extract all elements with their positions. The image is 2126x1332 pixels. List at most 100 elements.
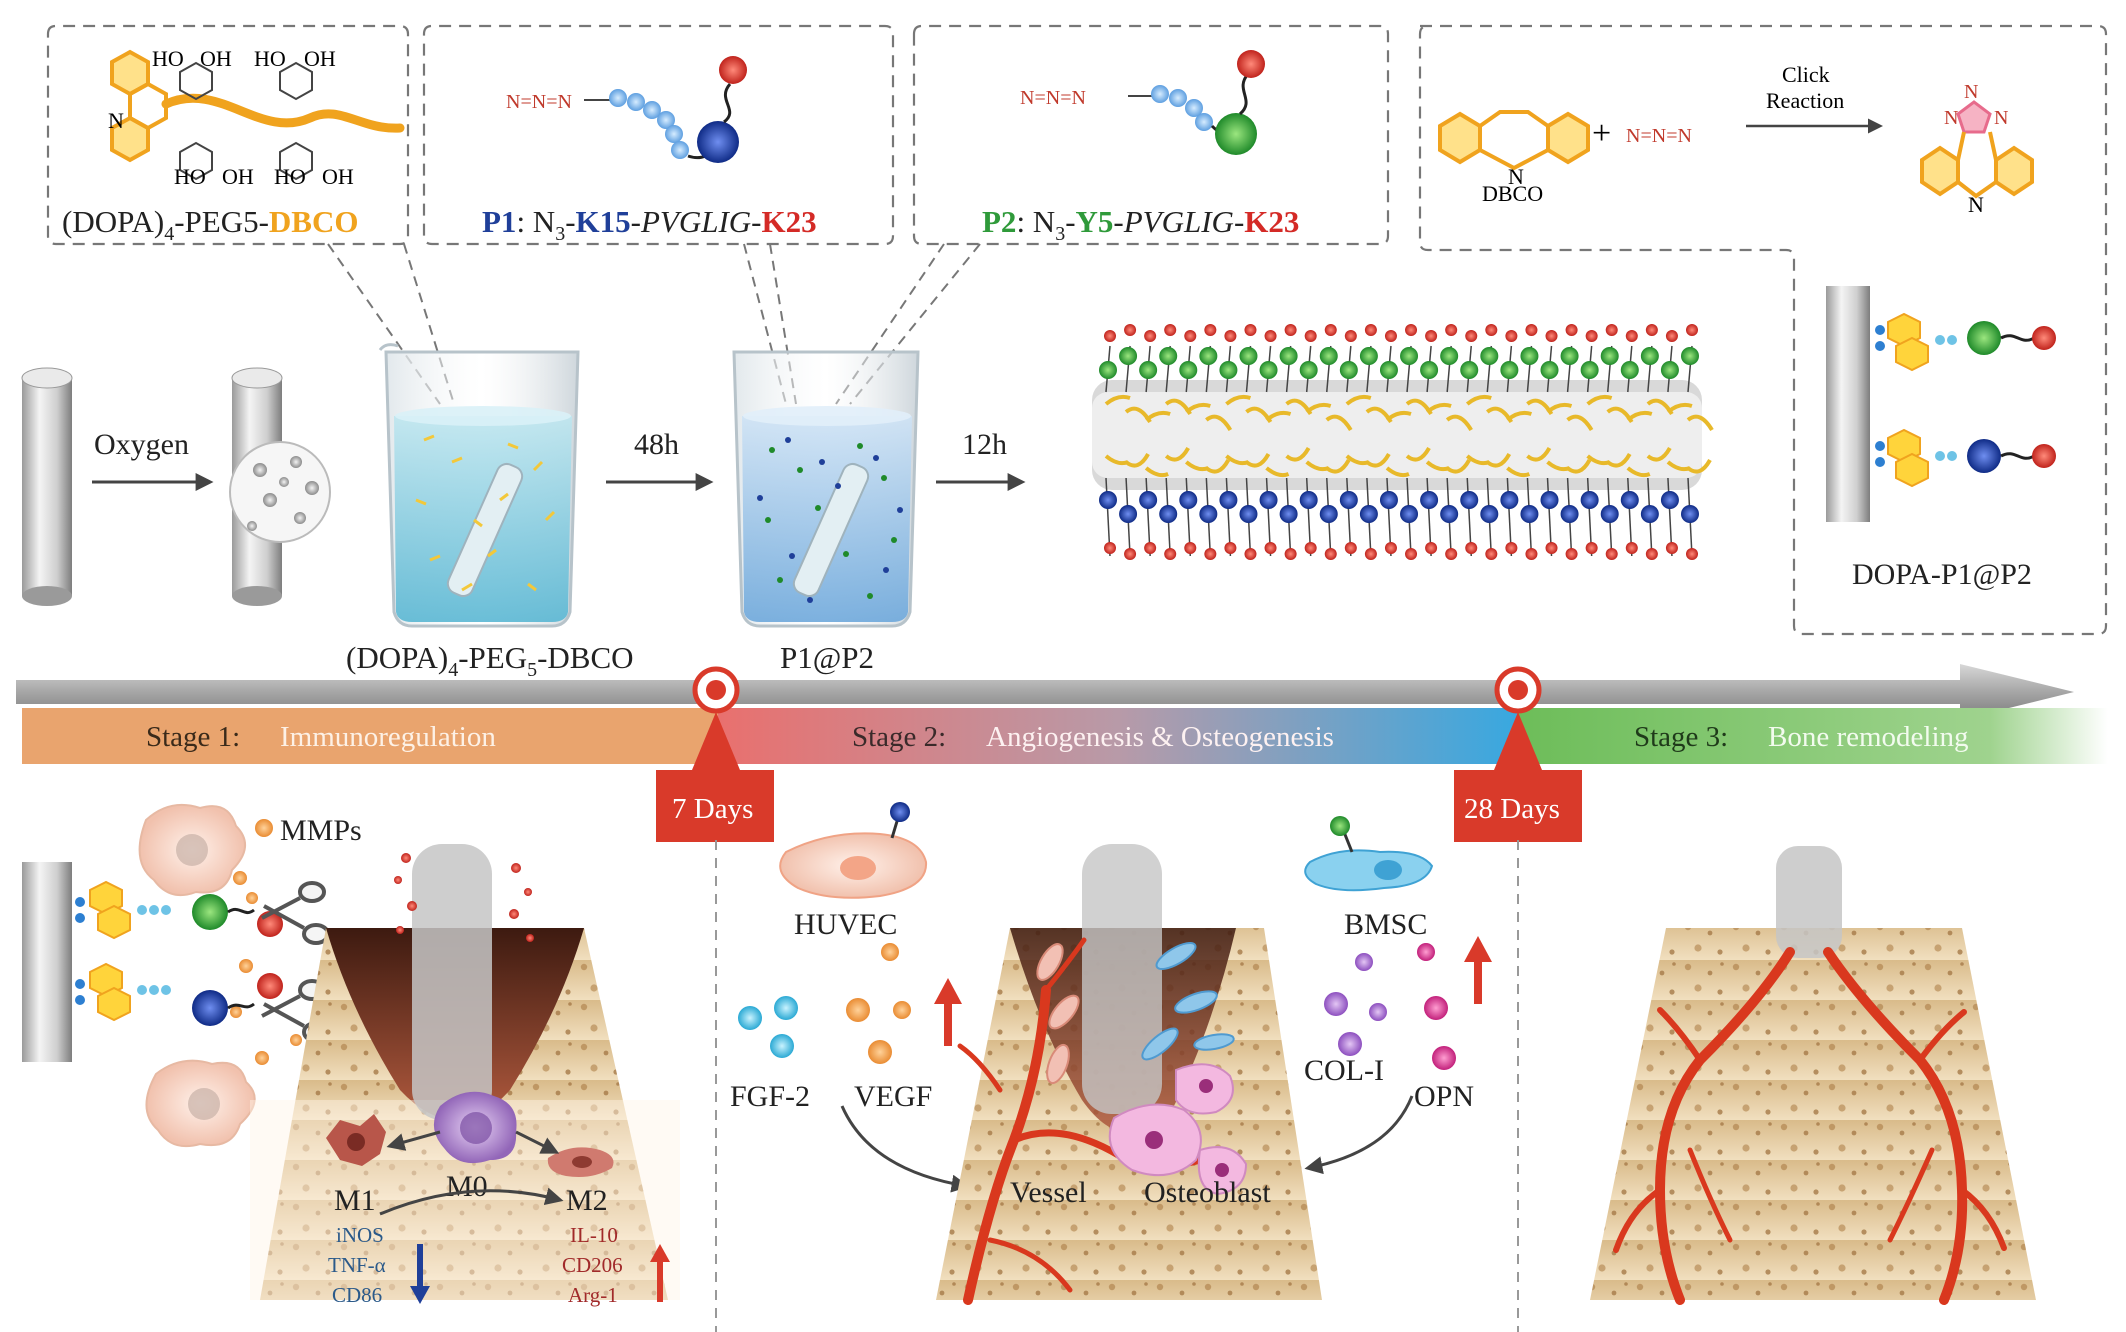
azide-label: N=N=N xyxy=(1020,87,1086,109)
m0-label: M0 xyxy=(446,1170,488,1203)
macrophage-cell xyxy=(145,1059,256,1148)
box-p1: N=N=N P1: N3-K15-PVGLIG-K23 xyxy=(422,24,895,246)
stage2-number: Stage 2: xyxy=(852,721,946,753)
up-arrow-icon xyxy=(934,978,962,1004)
osteoblast-cluster xyxy=(1108,1063,1248,1196)
y5-ball xyxy=(1215,113,1257,155)
bmsc-migrating xyxy=(1141,942,1235,1061)
box-dopa-peg-dbco: HO OH HO OH HO OH HO OH N (DOPA)4-PEG5-D… xyxy=(46,24,410,246)
dbco-ring-icon xyxy=(1438,110,1590,171)
dbco-label: DBCO xyxy=(1482,181,1543,206)
48h-label: 48h xyxy=(634,428,679,461)
bone-defect-stage2 xyxy=(936,844,1322,1300)
m2-marker-arg1: Arg-1 xyxy=(568,1283,618,1307)
p2-graft-cleavage xyxy=(75,880,330,945)
click-label: Click xyxy=(1782,62,1830,87)
mmps-label: MMPs xyxy=(280,814,362,847)
col1-label: COL-I xyxy=(1304,1054,1384,1087)
osteo-factor-arrow xyxy=(1304,1095,1414,1175)
m1-to-m2-arrow xyxy=(379,1187,564,1216)
m2-label: M2 xyxy=(566,1184,608,1217)
n-atom-label: N xyxy=(1508,164,1524,189)
endothelial-cells xyxy=(1036,943,1080,1085)
p1-graft-cleavage xyxy=(75,962,330,1043)
activated-rod xyxy=(229,367,331,606)
stage1-band xyxy=(22,708,718,764)
huvec-label: HUVEC xyxy=(794,908,897,941)
bone-remodeled-stage3 xyxy=(1590,846,2036,1300)
coated-surface-zoom xyxy=(1092,324,1714,560)
dopa-peg-dbco-label: (DOPA)4-PEG5-DBCO xyxy=(62,204,359,245)
stage3-number: Stage 3: xyxy=(1634,721,1728,753)
vessel-network xyxy=(1613,947,2007,1305)
huvec-cell xyxy=(779,802,928,899)
ho-label: HO xyxy=(174,164,206,189)
up-arrow-icon xyxy=(650,1244,670,1262)
oh-label: OH xyxy=(222,164,254,189)
12h-label: 12h xyxy=(962,428,1007,461)
grafted-p2 xyxy=(1875,312,2056,372)
k15-ball xyxy=(697,121,739,163)
timeline-arrow xyxy=(16,664,2074,720)
peptide-chain xyxy=(609,89,689,159)
oh-label: OH xyxy=(322,164,354,189)
col1-particles xyxy=(1324,953,1387,1056)
k23-ball xyxy=(719,56,747,84)
fgf2-particles xyxy=(738,996,798,1058)
day28-marker: 28 Days xyxy=(1454,666,1582,842)
box-p2: N=N=N P2: N3-Y5-PVGLIG-K23 xyxy=(912,24,1390,246)
m1-cell xyxy=(326,1114,386,1166)
azide-label: N=N=N xyxy=(506,91,572,113)
plus-sign: + xyxy=(1592,115,1611,152)
beaker2-label: P1@P2 xyxy=(780,640,874,675)
oh-label: OH xyxy=(200,46,232,71)
receptor-icon xyxy=(890,802,910,822)
box-click-reaction: N DBCO + N=N=N Click Reaction N N N N xyxy=(1418,24,2108,636)
vessel-label: Vessel xyxy=(1010,1176,1087,1209)
stage2-band xyxy=(718,708,1518,764)
vessel-network xyxy=(957,937,1204,1305)
stage3-name: Bone remodeling xyxy=(1768,721,1969,753)
m2-cell xyxy=(547,1147,614,1177)
up-arrow-icon xyxy=(1464,936,1492,962)
oh-label: OH xyxy=(304,46,336,71)
beaker1-label: (DOPA)4-PEG5-DBCO xyxy=(346,640,634,681)
macrophage-cell xyxy=(138,804,246,896)
bare-rod xyxy=(21,367,73,606)
m0-to-m2-arrow xyxy=(515,1130,560,1154)
implant-rod xyxy=(1776,846,1842,958)
scissors-icon xyxy=(261,881,330,945)
peptide-chain xyxy=(1151,85,1213,131)
mmp-particle xyxy=(255,819,273,837)
svg-text:N: N xyxy=(1994,107,2008,129)
svg-text:N: N xyxy=(1944,107,1958,129)
stage3-band xyxy=(1518,708,2108,764)
m1-marker-cd86: CD86 xyxy=(332,1283,382,1307)
bone-defect-stage1 xyxy=(250,844,680,1300)
opn-label: OPN xyxy=(1414,1080,1474,1113)
vegf-particles xyxy=(846,943,911,1064)
m0-cell xyxy=(433,1091,517,1164)
m1-marker-tnf: TNF-α xyxy=(328,1253,386,1277)
ho-label: HO xyxy=(254,46,286,71)
oxygen-label: Oxygen xyxy=(94,428,189,461)
mmp-dots xyxy=(230,871,302,1065)
osteoblast-label: Osteoblast xyxy=(1144,1176,1271,1209)
dopa-p1-p2-label: DOPA-P1@P2 xyxy=(1852,558,2032,591)
receptor-icon xyxy=(1330,816,1350,836)
grafted-p1 xyxy=(1875,428,2056,488)
p2-label: P2: N3-Y5-PVGLIG-K23 xyxy=(982,204,1299,245)
m1-label: M1 xyxy=(334,1184,376,1217)
p1-label: P1: N3-K15-PVGLIG-K23 xyxy=(482,204,817,245)
n-atom-label: N xyxy=(108,108,124,133)
bmsc-cell xyxy=(1304,816,1434,892)
dbco-structure-icon xyxy=(110,49,168,163)
bmsc-label: BMSC xyxy=(1344,908,1427,941)
k23-ball xyxy=(1237,50,1265,78)
day28-label: 28 Days xyxy=(1464,793,1560,825)
down-arrow-icon xyxy=(410,1286,430,1304)
m2-marker-il10: IL-10 xyxy=(570,1223,618,1247)
ho-label: HO xyxy=(152,46,184,71)
implant-substrate xyxy=(1826,286,1870,522)
